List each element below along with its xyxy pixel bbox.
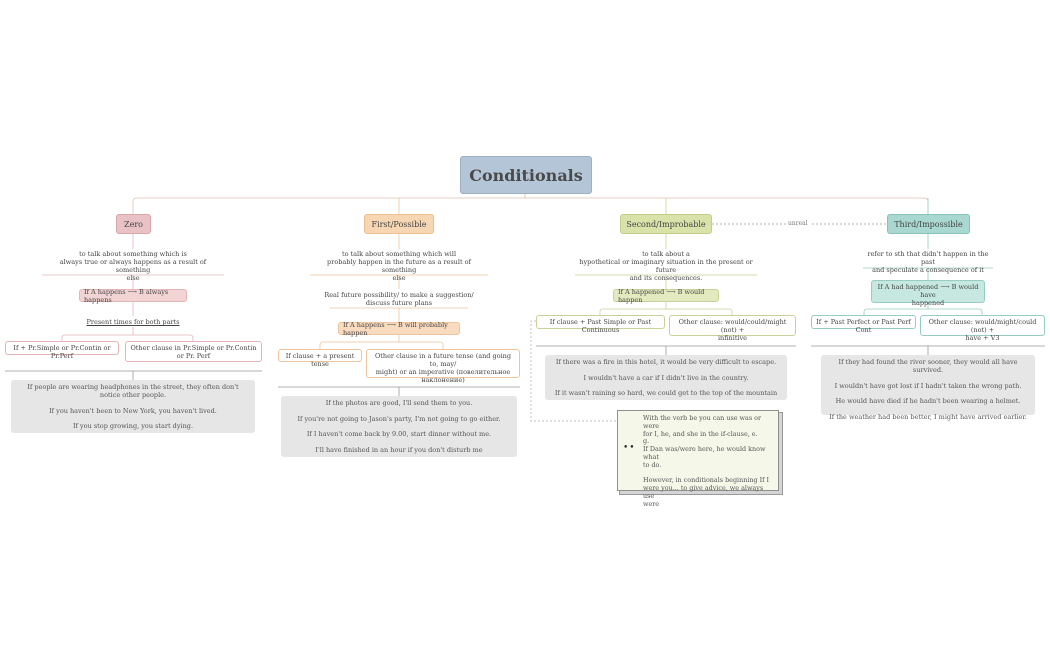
third-description-line: and speculate a consequence of it bbox=[872, 266, 984, 274]
example-sentence: If the weather had been better, I might … bbox=[829, 412, 1027, 421]
third-if-clause[interactable]: If + Past Perfect or Past Perf Cont bbox=[811, 315, 916, 334]
example-sentence: He would have died if he hadn't been wea… bbox=[835, 397, 1021, 406]
branch-second[interactable]: Second/Improbable bbox=[620, 214, 712, 234]
example-sentence: If you haven't been to New York, you hav… bbox=[49, 406, 217, 415]
zero-examples[interactable]: If people are wearing headphones in the … bbox=[11, 380, 255, 433]
second-formula[interactable]: If A happened ⟶ B would happen bbox=[613, 288, 719, 304]
first-description-line: to talk about something which will bbox=[341, 250, 457, 258]
note-line: g. bbox=[643, 437, 650, 446]
example-sentence: I'll have finished in an hour if you don… bbox=[315, 445, 483, 454]
zero-description[interactable]: to talk about something which is always … bbox=[42, 250, 224, 282]
third-formula-line: If A had happened ⟶ B would have bbox=[877, 283, 979, 299]
zero-formula[interactable]: If A happens ⟶ B always happens bbox=[79, 288, 187, 304]
branch-first[interactable]: First/Possible bbox=[364, 214, 434, 234]
third-formula[interactable]: If A had happened ⟶ B would have happene… bbox=[871, 280, 985, 307]
example-sentence: If there was a fire in this hotel, it wo… bbox=[555, 358, 777, 366]
first-if-clause[interactable]: If clause + a present tense bbox=[278, 349, 362, 368]
first-usage-line: discuss future plans bbox=[365, 299, 433, 307]
example-sentence: If the photos are good, I'll send them t… bbox=[325, 399, 473, 407]
first-description[interactable]: to talk about something which will proba… bbox=[310, 250, 488, 282]
zero-if-clause[interactable]: If + Pr.Simple or Pr.Contin or Pr.Perf bbox=[5, 341, 119, 360]
first-usage[interactable]: Real future possibility/ to make a sugge… bbox=[320, 291, 478, 307]
zero-description-line: always true or always happens as a resul… bbox=[59, 258, 207, 274]
zero-tense-note[interactable]: Present times for both parts bbox=[86, 318, 180, 326]
example-sentence: I wouldn't have got lost if I hadn't tak… bbox=[834, 381, 1022, 390]
first-usage-line: Real future possibility/ to make a sugge… bbox=[324, 291, 474, 299]
example-sentence: If people are wearing headphones in the … bbox=[27, 383, 239, 399]
third-description[interactable]: refer to sth that didn't happen in the p… bbox=[863, 250, 993, 274]
second-other-clause-line: infinitive bbox=[717, 334, 748, 342]
first-other-clause-line: наклонение) bbox=[421, 376, 465, 384]
branch-third[interactable]: Third/Impossible bbox=[887, 214, 970, 234]
first-other-clause-line: might) or an imperative (повелительное bbox=[375, 368, 511, 376]
example-sentence: If I haven't come back by 9.00, start di… bbox=[306, 430, 492, 439]
third-other-clause[interactable]: Other clause: would/might/could (not) + … bbox=[920, 315, 1045, 342]
note-line: However, in conditionals beginning If I bbox=[643, 476, 770, 485]
second-other-clause[interactable]: Other clause: would/could/might (not) + … bbox=[669, 315, 796, 342]
third-other-clause-line: have + V3 bbox=[965, 334, 1000, 342]
root-topic[interactable]: Conditionals bbox=[460, 156, 592, 194]
third-other-clause-line: Other clause: would/might/could (not) + bbox=[928, 318, 1037, 334]
first-other-clause[interactable]: Other clause in a future tense (and goin… bbox=[366, 349, 520, 384]
relation-label: unreal bbox=[786, 220, 810, 227]
branch-zero[interactable]: Zero bbox=[116, 214, 151, 234]
example-sentence: I wouldn't have a car if I didn't live i… bbox=[583, 373, 749, 382]
note-line: were bbox=[643, 499, 660, 508]
zero-description-line: to talk about something which is bbox=[79, 250, 187, 258]
first-description-line: probably happen in the future as a resul… bbox=[327, 258, 471, 274]
second-description-line: and its consequences. bbox=[629, 274, 703, 282]
second-note[interactable]: •• With the verb be you can use was or w… bbox=[617, 410, 779, 508]
zero-description-line: else bbox=[126, 274, 140, 282]
first-description-line: else bbox=[392, 274, 406, 282]
second-description-line: hypothetical or imaginary situation in t… bbox=[579, 258, 753, 274]
note-line: were you... to give advice, we always us… bbox=[643, 484, 764, 500]
example-sentence: If they had found the river sooner, they… bbox=[838, 358, 1018, 374]
note-line: If Dan was/were here, he would know what bbox=[643, 445, 766, 461]
second-examples[interactable]: If there was a fire in this hotel, it wo… bbox=[545, 355, 787, 400]
third-examples[interactable]: If they had found the river sooner, they… bbox=[821, 355, 1035, 421]
first-examples[interactable]: If the photos are good, I'll send them t… bbox=[281, 396, 517, 457]
first-formula[interactable]: If A happens ⟶ B will probably happen bbox=[338, 321, 460, 337]
note-line: to do. bbox=[643, 460, 662, 469]
note-line: With the verb be you can use was or were bbox=[643, 414, 762, 430]
example-sentence: If you're not going to Jason's party, I'… bbox=[297, 414, 501, 423]
zero-other-clause[interactable]: Other clause in Pr.Simple or Pr.Contin o… bbox=[125, 341, 262, 362]
second-if-clause[interactable]: If clause + Past Simple or Past Continuo… bbox=[536, 315, 665, 334]
example-sentence: If you stop growing, you start dying. bbox=[72, 422, 194, 431]
example-sentence: If it wasn't raining so hard, we could g… bbox=[554, 389, 778, 398]
note-icon: •• bbox=[623, 443, 636, 453]
third-description-line: refer to sth that didn't happen in the p… bbox=[867, 250, 989, 266]
second-description[interactable]: to talk about a hypothetical or imaginar… bbox=[575, 250, 757, 282]
first-other-clause-line: Other clause in a future tense (and goin… bbox=[374, 352, 512, 368]
note-line: for I, he, and she in the if-clause, e. bbox=[643, 429, 758, 438]
second-description-line: to talk about a bbox=[642, 250, 690, 258]
third-formula-line: happened bbox=[911, 299, 945, 307]
second-other-clause-line: Other clause: would/could/might (not) + bbox=[678, 318, 787, 334]
